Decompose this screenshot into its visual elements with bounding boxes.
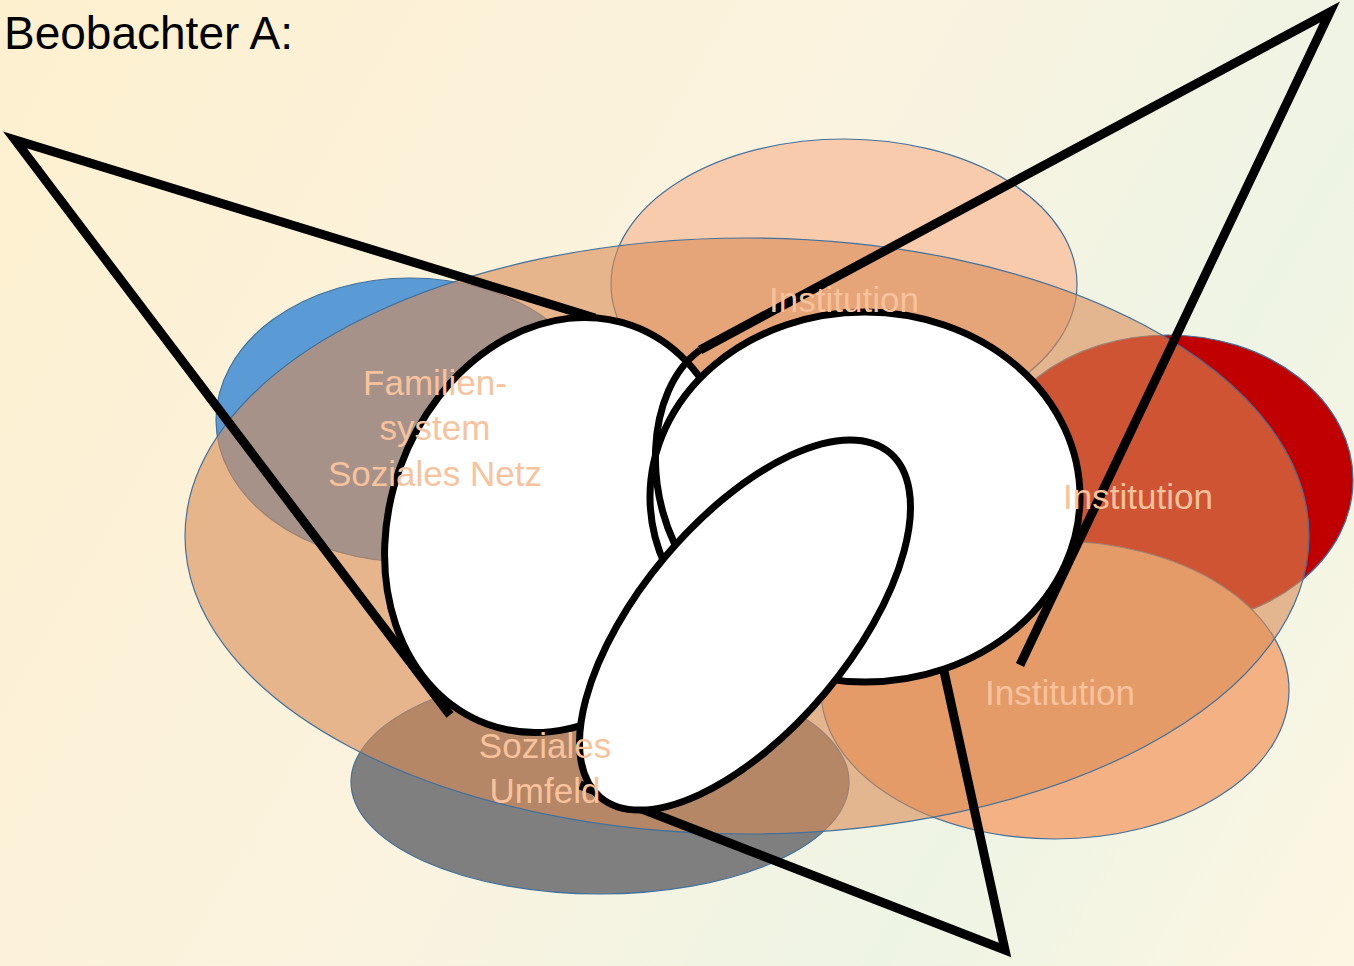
- context-ellipse-node: Soziales Umfeld: [350, 669, 850, 895]
- context-ellipse-node: Institution: [610, 138, 1078, 430]
- slide-title: Beobachter A:: [4, 6, 293, 60]
- ellipse-shape: [611, 139, 1077, 429]
- ellipse-shape: [821, 541, 1289, 839]
- ellipse-label: Institution: [694, 277, 994, 323]
- knot-lines: [15, 12, 1330, 950]
- context-ellipse-node: Institution: [820, 540, 1290, 840]
- ellipse-shape: [216, 278, 604, 562]
- ellipse-shape: [351, 670, 849, 894]
- ellipse-label: Familien-system Soziales Netz: [320, 360, 550, 497]
- ellipse-label: Institution: [1008, 474, 1268, 520]
- context-ellipse-node: Familien-system Soziales Netz: [215, 277, 605, 563]
- ellipse-label: Soziales Umfeld: [435, 723, 655, 814]
- ellipse-label: Institution: [910, 670, 1210, 716]
